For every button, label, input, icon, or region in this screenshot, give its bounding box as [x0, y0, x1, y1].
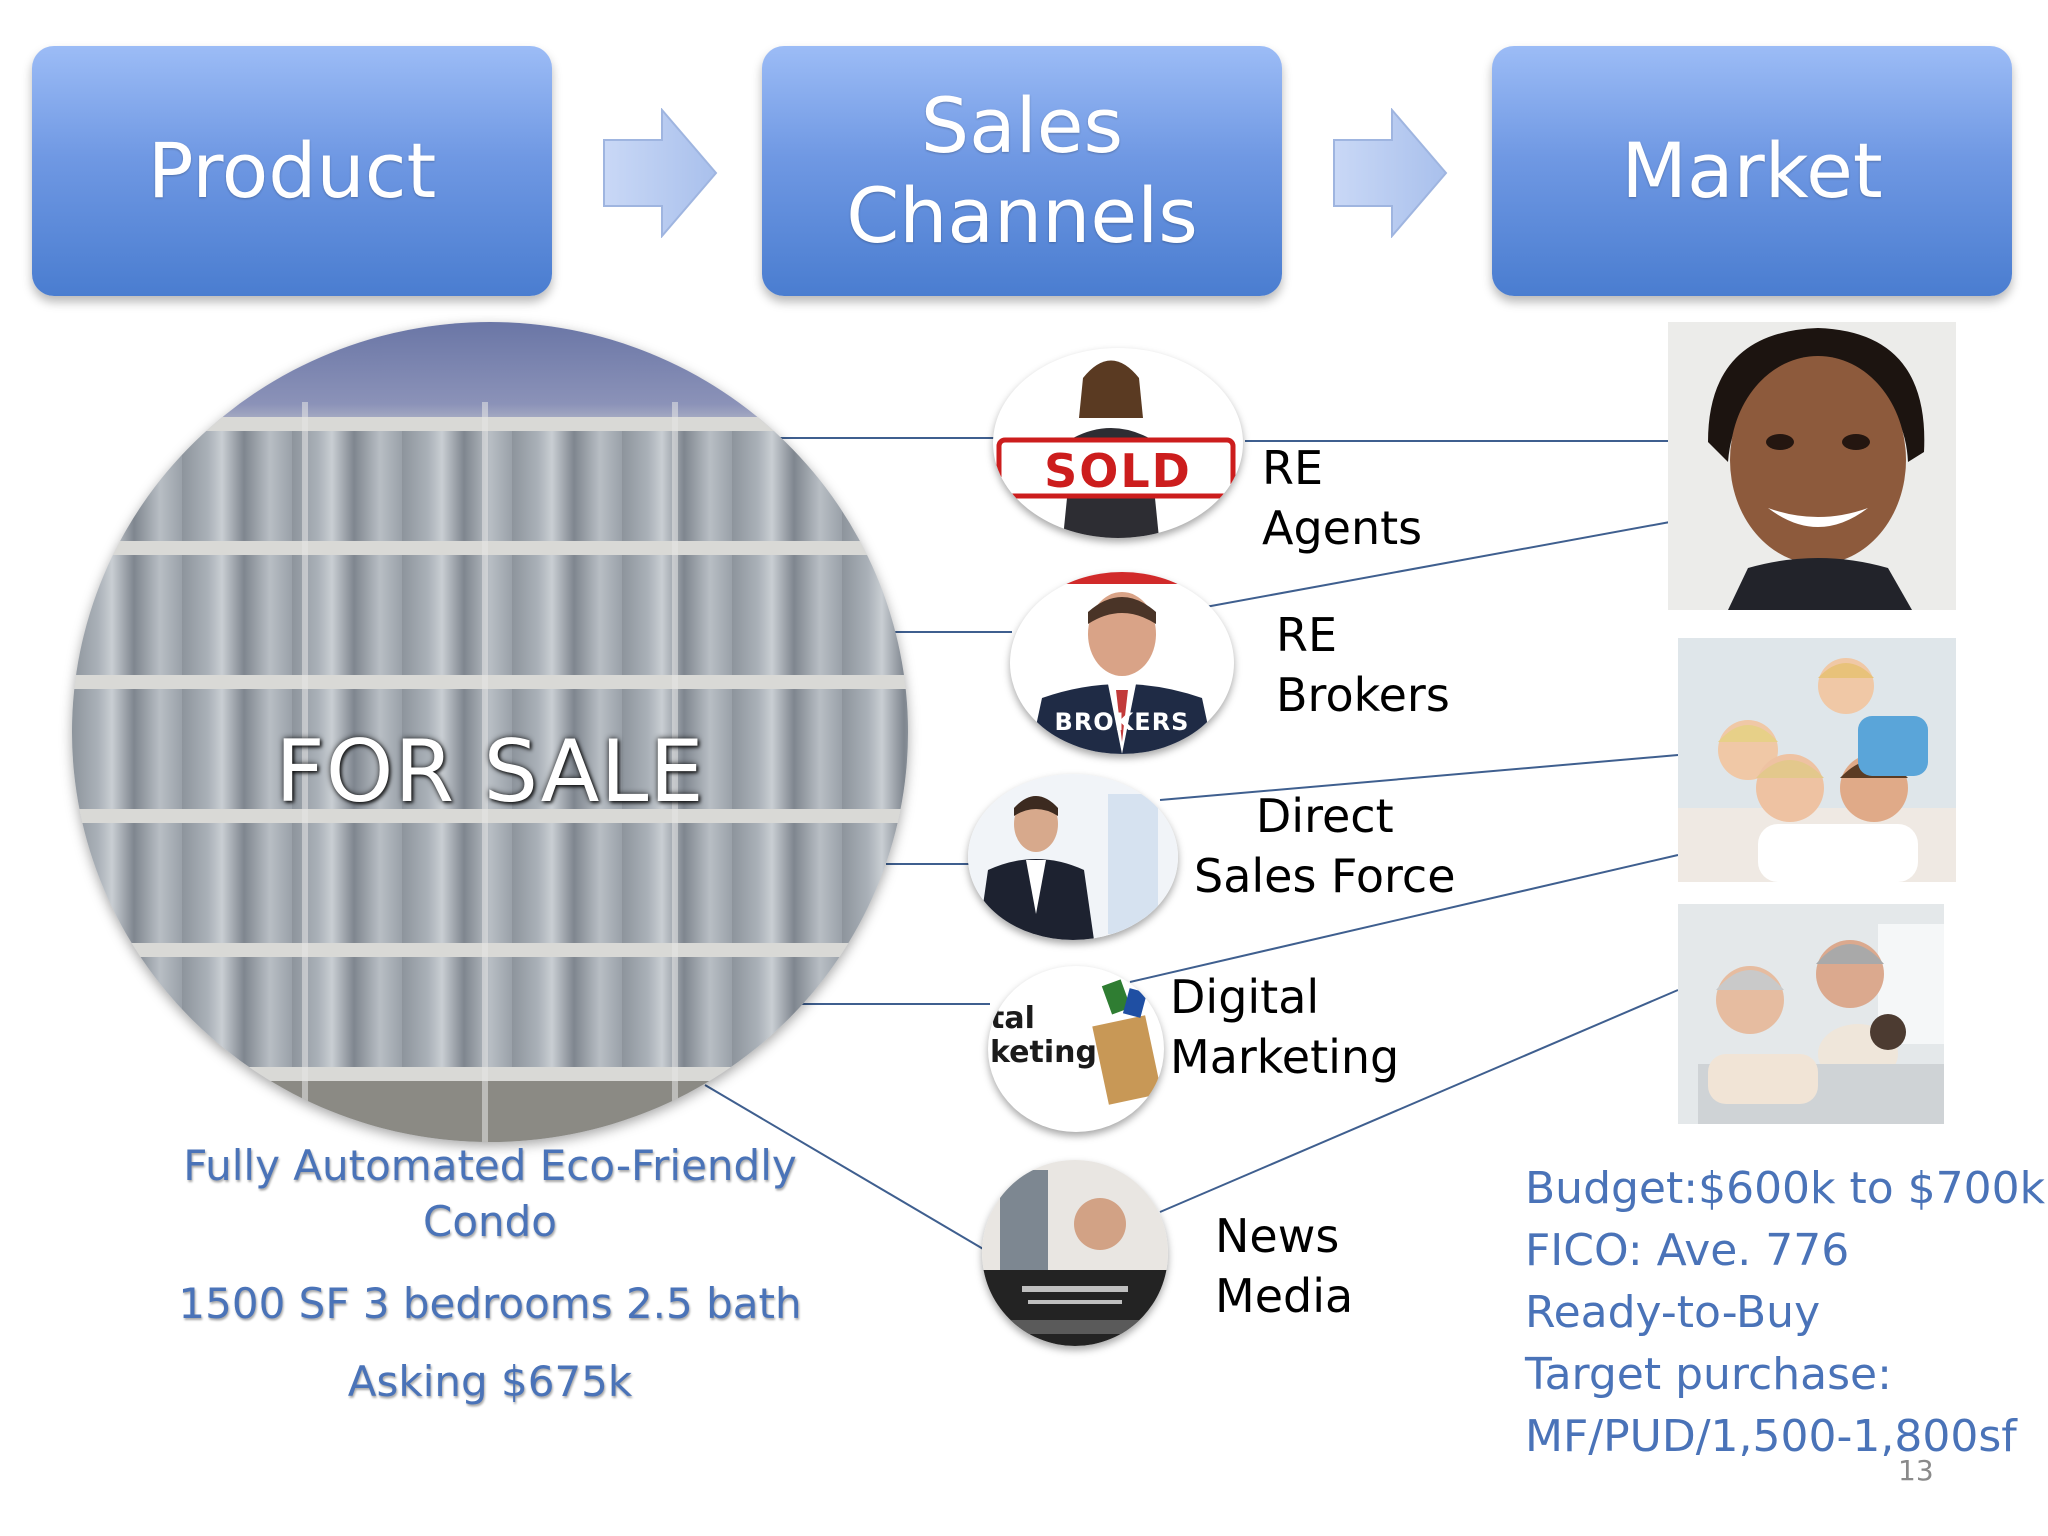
news-media-photo	[982, 1160, 1168, 1346]
connector-brokers-market	[1199, 521, 1671, 609]
building-floor	[72, 675, 908, 689]
building-floor	[72, 809, 908, 823]
market-fico: FICO: Ave. 776	[1525, 1225, 1850, 1276]
newspaper-icon	[982, 1160, 1168, 1346]
digital-marketing-photo: tal keting	[988, 966, 1164, 1132]
agent-holding-sign-icon	[996, 360, 1236, 538]
connector-news-market	[1159, 989, 1679, 1213]
market-couple-photo	[1678, 904, 1944, 1124]
slide-number: 13	[1898, 1454, 1934, 1487]
arrow-right-icon	[603, 108, 718, 238]
market-budget: Budget:$600k to $700k	[1525, 1163, 2046, 1214]
market-target-value: MF/PUD/1,500-1,800sf	[1525, 1411, 2017, 1462]
for-sale-overlay: FOR SALE	[275, 722, 705, 822]
direct-sales-photo	[968, 774, 1178, 940]
channel-label-re-agents: RE Agents	[1262, 441, 1423, 555]
sales-channels-box: Sales Channels	[762, 46, 1282, 296]
channel-label-news-media: News Media	[1215, 1209, 1354, 1323]
market-readiness: Ready-to-Buy	[1525, 1287, 1821, 1338]
market-box: Market	[1492, 46, 2012, 296]
building-windows	[72, 555, 908, 675]
couple-with-cat-icon	[1678, 904, 1944, 1124]
sales-channels-box-label: Sales Channels	[846, 81, 1198, 260]
re-agents-photo: SOLD	[993, 348, 1243, 538]
woman-portrait-icon	[1668, 322, 1956, 610]
product-size: 1500 SF 3 bedrooms 2.5 bath	[178, 1279, 802, 1328]
market-details: Budget:$600k to $700k FICO: Ave. 776 Rea…	[1525, 1158, 2045, 1468]
building-floor	[72, 541, 908, 555]
product-price: Asking $675k	[347, 1357, 633, 1406]
building-windows	[72, 957, 908, 1067]
building-mullion	[672, 402, 678, 1142]
connector-digital-market	[1129, 854, 1679, 983]
salesman-icon	[968, 774, 1178, 940]
brokers-sign-text: BROKERS	[1054, 708, 1190, 736]
building-floor	[72, 1067, 908, 1081]
arrow-right-icon	[1333, 108, 1448, 238]
market-family-photo	[1678, 638, 1956, 882]
market-box-label: Market	[1621, 126, 1883, 215]
product-box: Product	[32, 46, 552, 296]
building-mullion	[302, 402, 308, 1142]
building-floor	[72, 417, 908, 431]
channel-label-re-brokers: RE Brokers	[1276, 608, 1450, 722]
market-target-label: Target purchase:	[1525, 1349, 1892, 1400]
connector-direct-market	[1159, 754, 1679, 801]
family-icon	[1678, 638, 1956, 882]
building-floor	[72, 943, 908, 957]
product-box-label: Product	[147, 126, 437, 215]
market-woman-photo	[1668, 322, 1956, 610]
building-ground	[72, 1081, 908, 1142]
product-condo-photo: FOR SALE	[72, 322, 908, 1142]
building-windows	[72, 431, 908, 541]
channel-label-digital-marketing: Digital Marketing	[1170, 970, 1400, 1084]
marketing-box-icon	[1092, 979, 1162, 1105]
broker-man-icon	[1030, 572, 1214, 754]
sold-sign-text: SOLD	[1044, 444, 1192, 498]
digital-marketing-image-text: tal keting	[990, 1001, 1097, 1070]
building-mullion	[482, 402, 488, 1142]
re-brokers-photo: BROKERS	[1010, 572, 1234, 754]
channel-label-direct-sales: Direct Sales Force	[1194, 789, 1456, 903]
building-windows	[72, 823, 908, 943]
building-windows	[72, 689, 908, 809]
product-description: Fully Automated Eco-Friendly Condo	[183, 1141, 797, 1246]
